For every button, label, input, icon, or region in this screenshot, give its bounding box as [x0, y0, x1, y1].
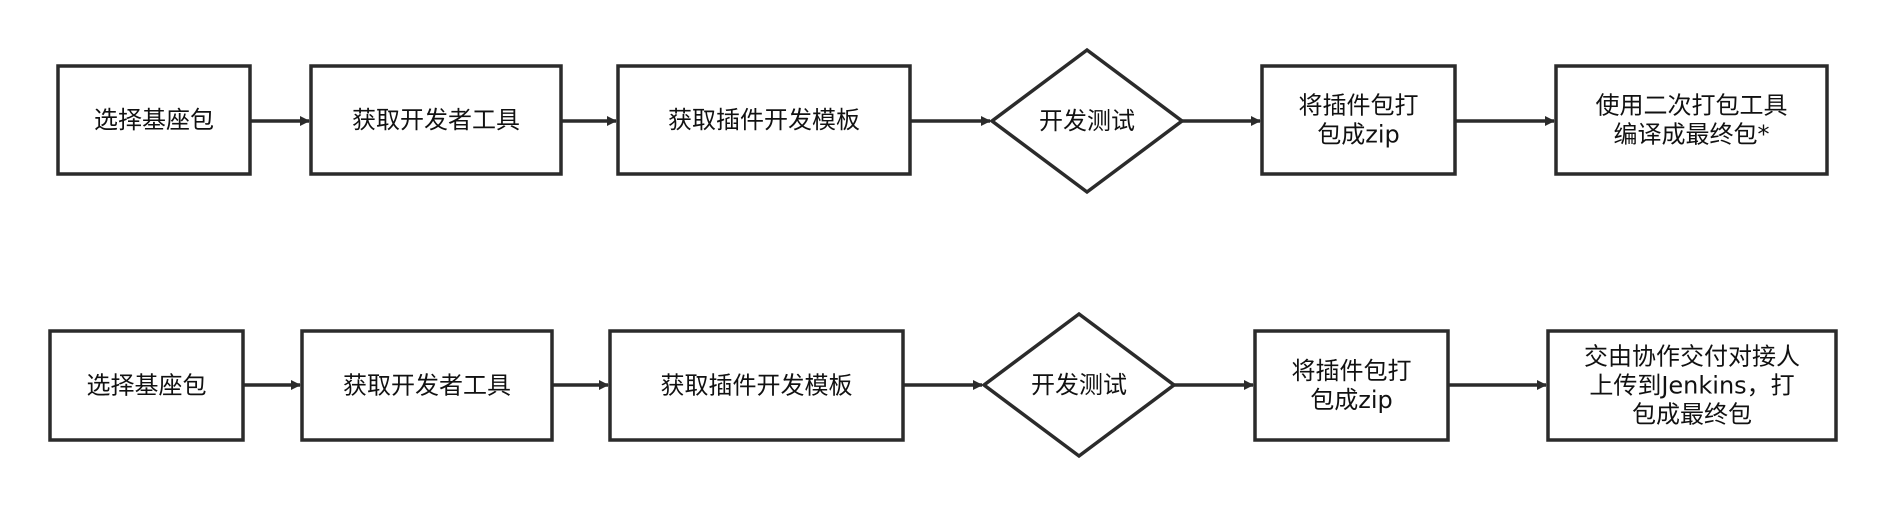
process-box	[1260, 64, 1457, 176]
node-label: 包成zip	[1310, 386, 1393, 414]
decision-node: 开发测试	[981, 311, 1177, 459]
node-label: 将插件包打	[1292, 357, 1412, 385]
node-label: 编译成最终包*	[1614, 121, 1770, 149]
node-label: 使用二次打包工具	[1596, 92, 1788, 120]
node-label: 将插件包打	[1299, 92, 1419, 120]
process-box	[616, 64, 912, 176]
process-box	[56, 64, 252, 176]
process-node: 获取插件开发模板	[616, 64, 912, 176]
node-label: 选择基座包	[94, 106, 214, 134]
process-box	[1253, 329, 1450, 442]
process-box	[309, 64, 563, 176]
process-node: 选择基座包	[48, 329, 245, 442]
process-node: 获取开发者工具	[309, 64, 563, 176]
process-box	[300, 329, 554, 442]
process-node: 选择基座包	[56, 64, 252, 176]
process-box	[1554, 64, 1829, 176]
process-box	[48, 329, 245, 442]
process-box	[608, 329, 905, 442]
decision-node: 开发测试	[989, 47, 1185, 195]
decision-diamond	[981, 311, 1177, 459]
node-label: 获取插件开发模板	[668, 106, 860, 134]
node-label: 上传到Jenkins，打	[1589, 372, 1794, 400]
node-label: 包成zip	[1317, 121, 1400, 149]
decision-diamond	[989, 47, 1185, 195]
node-label: 交由协作交付对接人	[1584, 343, 1800, 371]
process-box	[1546, 329, 1838, 442]
node-label: 开发测试	[1031, 371, 1127, 399]
node-label: 获取开发者工具	[352, 106, 520, 134]
node-label: 获取插件开发模板	[661, 372, 853, 400]
node-label: 获取开发者工具	[343, 372, 511, 400]
process-node: 获取插件开发模板	[608, 329, 905, 442]
node-label: 开发测试	[1039, 107, 1135, 135]
process-node: 获取开发者工具	[300, 329, 554, 442]
node-label: 包成最终包	[1632, 401, 1752, 429]
node-label: 选择基座包	[87, 372, 207, 400]
